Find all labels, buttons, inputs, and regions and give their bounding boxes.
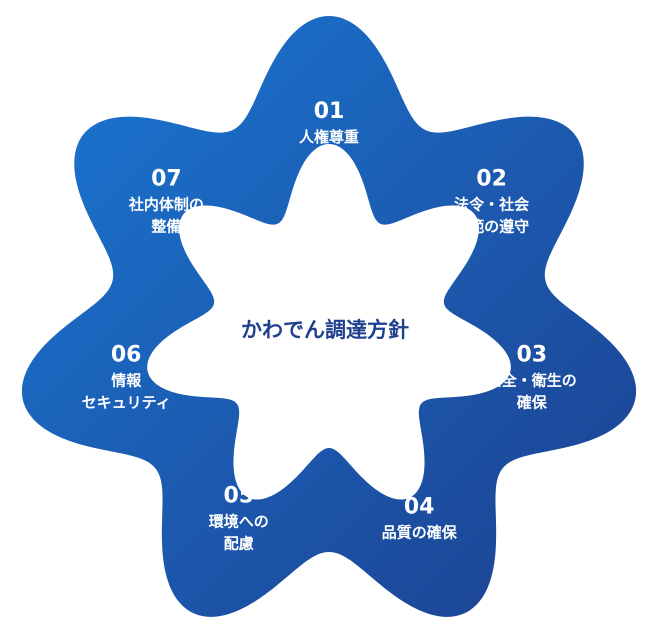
policy-item-label: 安全・衛生の — [487, 371, 577, 389]
policy-item-number: 03 — [516, 342, 547, 367]
policy-item-number: 04 — [404, 494, 435, 519]
policy-item-label: 確保 — [516, 393, 548, 411]
center-title: かわでん調達方針 — [241, 318, 409, 342]
policy-item-label: 整備 — [151, 217, 181, 235]
policy-item-number: 01 — [314, 99, 345, 124]
policy-item-number: 07 — [151, 166, 182, 191]
policy-item-label: 法令・社会 — [454, 195, 529, 213]
policy-item-number: 06 — [111, 342, 142, 367]
policy-item-label: 社内体制の — [128, 195, 204, 213]
policy-item-number: 02 — [476, 166, 507, 191]
policy-item-label: セキュリティ — [82, 393, 171, 411]
policy-item-label: 環境への — [209, 512, 269, 530]
policy-item-label: 情報 — [111, 371, 142, 389]
policy-item-04: 04 品質の確保 — [382, 494, 458, 541]
policy-item-number: 05 — [223, 483, 254, 508]
policy-item-label: 配慮 — [224, 534, 254, 552]
policy-item-label: 品質の確保 — [382, 523, 458, 541]
policy-item-label: 人権尊重 — [299, 128, 359, 146]
flower-ring — [21, 16, 637, 617]
policy-item-01: 01 人権尊重 — [299, 99, 359, 146]
policy-item-label: 規範の遵守 — [454, 217, 529, 235]
